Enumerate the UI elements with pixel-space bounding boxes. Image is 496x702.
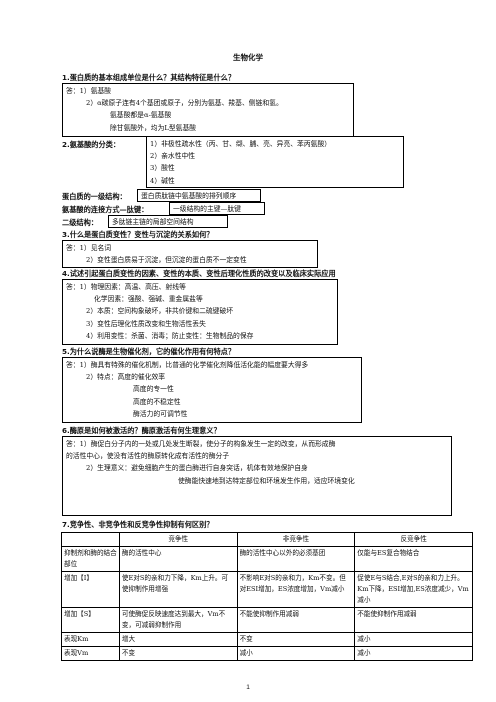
- answer-line: 答：1）氨基酸: [66, 87, 112, 95]
- table-header-row: 竞争性 非竞争性 反竞争性: [61, 532, 473, 547]
- secondary-structure-label: 二级结构：: [62, 218, 98, 227]
- answer-line: 高度的专一性: [133, 385, 174, 394]
- answer-line: 3）变性后理化性质改变和生物活性丢失: [86, 319, 206, 328]
- secondary-structure-value: 多肽链主链的局部空间结构: [112, 218, 194, 226]
- table-cell: 仅能与ES复合物结合: [354, 546, 473, 572]
- answer-line: 高度的不稳定性: [133, 397, 181, 406]
- question-6: 6.酶原是如何被激活的？酶原激活有何生理意义？: [62, 426, 221, 435]
- table-row: 增加【S】 可使酶促反映速度达到最大，Vm不变，可减弱抑制作用 不能使抑制作用减…: [61, 607, 473, 633]
- answer-box-5: 答：1）酶具有特殊的催化机制，比普通的化学催化剂降低活化能的幅度要大得多 2）特…: [62, 357, 362, 423]
- answer-line: 4）利用变性：杀菌、消毒；防止变性：生物制品的保存: [86, 331, 254, 340]
- answer-line: 除甘氨酸外，均为L型氨基酸: [110, 123, 197, 132]
- table-cell: 抑制剂和酶的结合部位: [61, 546, 120, 572]
- table-cell: 表现Vm: [61, 646, 120, 661]
- table-cell: 不变: [118, 646, 238, 661]
- answer-box-3: 答：1）见名词 2）变性蛋白质易于沉淀，但沉淀的蛋白质不一定变性: [62, 240, 318, 268]
- table-cell: 不能使抑制作用减弱: [354, 607, 473, 633]
- answer-line: 答：1）酶促白分子内的一处或几处发生断裂，使分子的构象发生一定的改变，从而形成酶: [66, 440, 336, 448]
- table-cell: 酶的活性中心: [118, 546, 238, 572]
- answer-line: 2）本质：空间构象破坏，非共价键和二硫键破坏: [86, 307, 234, 316]
- table-cell: 表现Km: [61, 632, 120, 647]
- table-cell: 使E对S的亲和力下降，Km上升。可使抑制作用增强: [118, 571, 238, 608]
- answer-line: 氨基酸都是α-氨基酸: [110, 111, 172, 120]
- page-title: 生物化学: [233, 53, 263, 62]
- table-cell: 减小: [354, 646, 473, 661]
- table-cell: 不影响E对S的亲和力，Km不变。但对ESI增加，ES浓度增加，Vm减小: [236, 571, 356, 608]
- answer-line: 答：1）酶具有特殊的催化机制，比普通的化学催化剂降低活化能的幅度要大得多: [66, 361, 309, 369]
- answer-line: 2）亲水性中性: [150, 152, 196, 161]
- inhibition-comparison-table: 竞争性 非竞争性 反竞争性 抑制剂和酶的结合部位 酶的活性中心 酶的活性中心以外…: [61, 532, 473, 661]
- question-4: 4.试述引起蛋白质变性的因素、变性的本质、变性后理化性质的改变以及临床实际应用: [62, 269, 336, 278]
- answer-line: 答：1）见名词: [66, 244, 112, 252]
- table-row: 表现Vm 不变 减小 减小: [61, 646, 473, 661]
- question-2: 2.氨基酸的分类：: [62, 140, 121, 149]
- peptide-bond-value: 一级结构的主键—肽键: [173, 205, 241, 213]
- primary-structure-value: 蛋白质肽链中氨基酸的排列顺序: [141, 192, 237, 200]
- answer-line: 化学因素：强酸、强碱、重金属盐等: [94, 295, 203, 304]
- table-cell: 减小: [354, 632, 473, 647]
- table-row: 抑制剂和酶的结合部位 酶的活性中心 酶的活性中心以外的必须基团 仅能与ES复合物…: [61, 546, 473, 572]
- table-header: [61, 532, 120, 547]
- answer-box-6: 答：1）酶促白分子内的一处或几处发生断裂，使分子的构象发生一定的改变，从而形成酶…: [62, 436, 452, 516]
- primary-structure-box: 蛋白质肽链中氨基酸的排列顺序: [137, 189, 261, 202]
- question-1: 1.蛋白质的基本组成单位是什么？其结构特征是什么？: [62, 73, 236, 82]
- table-header: 竞争性: [118, 532, 238, 547]
- question-3: 3.什么是蛋白质变性？变性与沉淀的关系如何？: [62, 230, 214, 239]
- answer-line: 2）特点：高度的催化效率: [86, 373, 166, 382]
- table-cell: 增加【I】: [61, 571, 120, 608]
- answer-line: 使酶能快速地到达特定部位和环境发生作用，适应环境变化: [178, 476, 355, 485]
- answer-line: 答：1）物理因素：高温、高压、射线等: [66, 283, 186, 291]
- answer-line: 酶活力的可调节性: [133, 409, 188, 418]
- answer-line: 1）非极性疏水性（丙、甘、缬、脯、亮、异亮、苯丙氨酸）: [150, 140, 332, 148]
- page-number: 1: [246, 684, 250, 691]
- table-cell: 可使酶促反映速度达到最大，Vm不变，可减弱抑制作用: [118, 607, 238, 633]
- peptide-bond-label: 氨基酸的连接方式—肽键：: [62, 205, 149, 214]
- question-7: 7.竞争性、非竞争性和反竞争性抑制有何区别？: [62, 520, 214, 529]
- answer-box-2: 1）非极性疏水性（丙、甘、缬、脯、亮、异亮、苯丙氨酸） 2）亲水性中性 3）酸性…: [146, 136, 404, 188]
- answer-line: 4）碱性: [150, 176, 175, 185]
- table-cell: 不变: [236, 632, 356, 647]
- primary-structure-label: 蛋白质的一级结构：: [62, 192, 127, 201]
- answer-line: 2）α碳原子连有4个基团或原子，分别为氨基、羧基、侧链和氢。: [86, 99, 283, 108]
- answer-line: 2）生理意义：避免细胞产生的蛋白酶进行自身突话，机体有效地保护自身: [86, 464, 308, 473]
- table-row: 表现Km 增大 不变 减小: [61, 632, 473, 647]
- table-row: 增加【I】 使E对S的亲和力下降，Km上升。可使抑制作用增强 不影响E对S的亲和…: [61, 571, 473, 608]
- table-cell: 增加【S】: [61, 607, 120, 633]
- answer-line: 3）酸性: [150, 164, 175, 173]
- question-5: 5.为什么说酶是生物催化剂，它的催化作用有何特点？: [62, 347, 236, 356]
- answer-box-1: 答：1）氨基酸 2）α碳原子连有4个基团或原子，分别为氨基、羧基、侧链和氢。 氨…: [62, 83, 354, 137]
- answer-line: 的活性中心，使没有活性的酶原转化成有活性的酶分子: [66, 452, 230, 461]
- table-cell: 减小: [236, 646, 356, 661]
- table-cell: 不能使抑制作用减弱: [236, 607, 356, 633]
- table-header: 反竞争性: [354, 532, 473, 547]
- secondary-structure-box: 多肽链主链的局部空间结构: [108, 215, 228, 228]
- table-cell: 酶的活性中心以外的必须基团: [236, 546, 356, 572]
- table-cell: 促使E与S结合,E对S的亲和力上升。Km下降，ESI增加,ES浓度减少，Vm减小: [354, 571, 473, 608]
- table-cell: 增大: [118, 632, 238, 647]
- peptide-bond-box: 一级结构的主键—肽键: [169, 202, 265, 215]
- answer-box-4: 答：1）物理因素：高温、高压、射线等 化学因素：强酸、强碱、重金属盐等 2）本质…: [62, 279, 338, 345]
- answer-line: 2）变性蛋白质易于沉淀，但沉淀的蛋白质不一定变性: [86, 256, 247, 265]
- table-header: 非竞争性: [236, 532, 356, 547]
